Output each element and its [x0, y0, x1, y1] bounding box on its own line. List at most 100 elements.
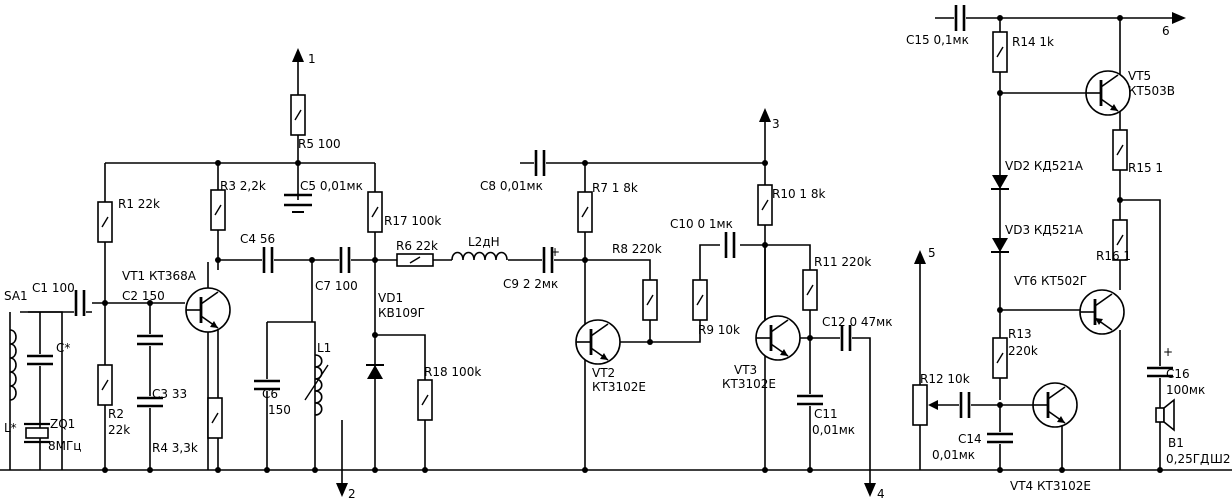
r10-resistor: R10 1 8k	[757, 184, 826, 226]
vt5-transistor: VT5 КТ503В	[1084, 69, 1175, 117]
zq1-crystal: ZQ1 8МГц	[24, 417, 81, 453]
vt3-transistor: VT3 КТ3102Е	[722, 314, 802, 391]
r5-resistor: R5 100	[290, 94, 341, 151]
sa1-label: SA1	[4, 289, 28, 303]
c1-capacitor: C1 100	[32, 281, 88, 319]
c10-label: C10 0 1мк	[670, 217, 733, 231]
c3-capacitor: C3 33	[134, 387, 187, 410]
terminal-1-label: 1	[308, 52, 316, 66]
vd1-varicap: VD1 КВ109Г	[365, 291, 425, 380]
r12-label: R12 10k	[920, 372, 970, 386]
terminal-5: 5	[914, 246, 936, 264]
vd1-type: КВ109Г	[378, 306, 425, 320]
c9-capacitor: + C9 2 2мк	[503, 244, 560, 291]
r9-label: R9 10k	[698, 323, 740, 337]
c-star-capacitor: C*	[24, 341, 70, 368]
c16-capacitor: + C16 100мк	[1144, 345, 1205, 397]
r11-label: R11 220k	[814, 255, 871, 269]
r11-resistor: R11 220k	[802, 255, 871, 311]
sa1-antenna-switch: SA1	[4, 289, 28, 401]
c9-plus: +	[550, 245, 560, 259]
vt4-transistor: VT4 КТ3102Е	[1010, 381, 1091, 493]
r6-label: R6 22k	[396, 239, 438, 253]
vd3-label: VD3 КД521А	[1005, 223, 1084, 237]
c11-label: C11	[814, 407, 838, 421]
c15-label: C15 0,1мк	[906, 33, 969, 47]
vd3-diode: VD3 КД521А	[990, 223, 1084, 253]
c14-capacitor: C14 0,01мк	[932, 430, 1016, 462]
c12-capacitor: C12 0 47мк	[822, 315, 892, 354]
c5-label: C5 0,01мк	[300, 179, 363, 193]
c7-label: C7 100	[315, 279, 358, 293]
terminal-2: 2	[336, 420, 356, 501]
c-star-label: C*	[56, 341, 70, 355]
vd2-label: VD2 КД521А	[1005, 159, 1084, 173]
c15-capacitor: C15 0,1мк	[906, 2, 969, 47]
r18-label: R18 100k	[424, 365, 481, 379]
c16-plus: +	[1163, 345, 1173, 359]
r14-resistor: R14 1k	[992, 31, 1054, 73]
c14-label: C14	[958, 432, 982, 446]
junction-dots	[102, 15, 1163, 473]
c16-value: 100мк	[1166, 383, 1205, 397]
vd1-label: VD1	[378, 291, 403, 305]
r5-label: R5 100	[298, 137, 341, 151]
r10-label: R10 1 8k	[772, 187, 826, 201]
vd2-diode: VD2 КД521А	[990, 159, 1084, 190]
vt3-label: VT3	[734, 363, 757, 377]
zq1-value: 8МГц	[48, 439, 81, 453]
r9-resistor: R9 10k	[692, 279, 740, 337]
l2-inductor: L2дН	[451, 235, 508, 264]
r7-resistor: R7 1 8k	[577, 181, 638, 233]
c11-value: 0,01мк	[812, 423, 855, 437]
c8-label: C8 0,01мк	[480, 179, 543, 193]
r2-value: 22k	[108, 423, 130, 437]
c8-capacitor: C8 0,01мк	[480, 147, 548, 193]
terminal-5-label: 5	[928, 246, 936, 260]
c1-label: C1 100	[32, 281, 75, 295]
c6-value: 150	[268, 403, 291, 417]
r2-resistor: R2 22k	[97, 364, 130, 437]
zq1-label: ZQ1	[50, 417, 75, 431]
r8-resistor: R8 220k	[612, 242, 662, 321]
c14-capacitor-series	[957, 389, 973, 421]
terminal-4-label: 4	[877, 487, 885, 501]
vt3-type: КТ3102Е	[722, 377, 776, 391]
r18-resistor: R18 100k	[417, 365, 481, 421]
c10-capacitor: C10 0 1мк	[670, 217, 738, 261]
b1-label: B1	[1168, 436, 1184, 450]
r17-resistor: R17 100k	[367, 191, 441, 233]
vt1-transistor: VT1 КТ368А	[122, 269, 232, 334]
b1-value: 0,25ГД	[1166, 452, 1209, 466]
b1-speaker: B1 0,25ГД Ш2	[1155, 398, 1230, 466]
l-star-label: L*	[4, 421, 17, 435]
vt6-label: VT6 КТ502Г	[1014, 274, 1087, 288]
r16-label: R16 1	[1096, 249, 1131, 263]
r16-resistor: R16 1	[1096, 219, 1131, 263]
l1-inductor: L1	[304, 341, 331, 416]
terminal-3-label: 3	[772, 117, 780, 131]
r17-label: R17 100k	[384, 214, 441, 228]
r6-resistor: R6 22k	[396, 239, 438, 267]
terminal-2-label: 2	[348, 487, 356, 501]
l1-label: L1	[317, 341, 331, 355]
r15-resistor: R15 1	[1112, 129, 1163, 175]
vt6-transistor: VT6 КТ502Г	[1014, 274, 1126, 336]
c14-value: 0,01мк	[932, 448, 975, 462]
vt2-transistor: VT2 КТ3102Е	[574, 318, 646, 394]
c11-capacitor: C11 0,01мк	[794, 392, 855, 437]
c3-label: C3 33	[152, 387, 187, 401]
c6-capacitor: C6 150	[251, 377, 291, 417]
vt5-label: VT5	[1128, 69, 1151, 83]
terminal-4: 4	[864, 470, 885, 501]
r1-resistor: R1 22k	[97, 197, 160, 243]
r3-label: R3 2,2k	[220, 179, 266, 193]
c7-capacitor: C7 100	[315, 244, 358, 293]
r14-label: R14 1k	[1012, 35, 1054, 49]
r2-label: R2	[108, 407, 124, 421]
r3-resistor: R3 2,2k	[210, 179, 266, 231]
c2-label: C2 150	[122, 289, 165, 303]
vt5-type: КТ503В	[1128, 84, 1175, 98]
r8-label: R8 220k	[612, 242, 662, 256]
